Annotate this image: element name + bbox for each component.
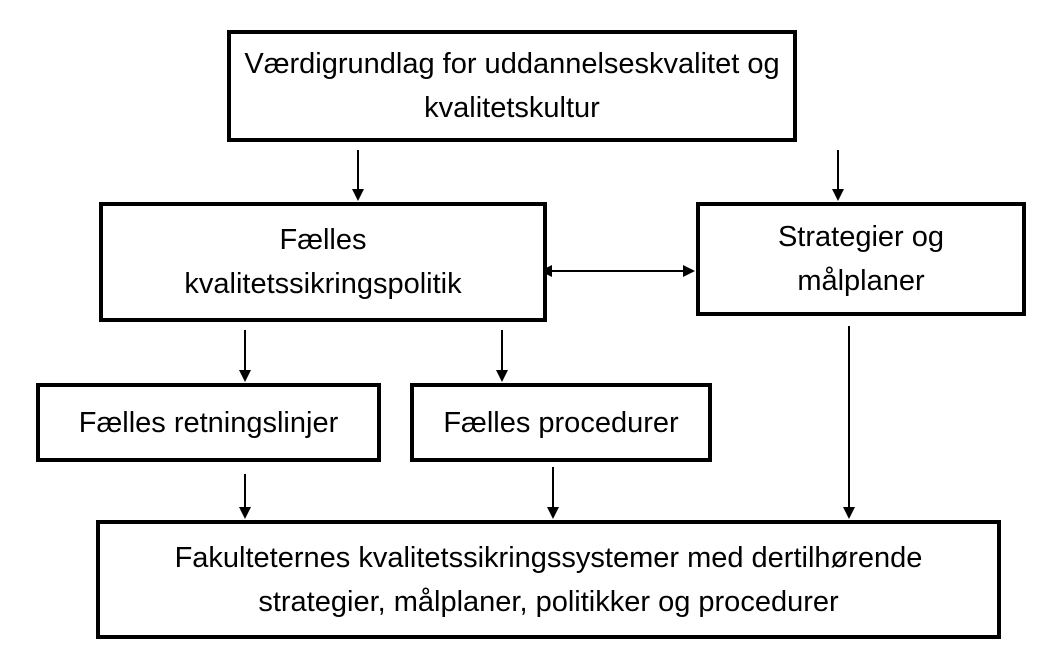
node-faculty-systems: Fakulteternes kvalitetssikringssystemer …: [96, 520, 1001, 639]
node-common-guidelines: Fælles retningslinjer: [36, 383, 381, 462]
node-common-procedures: Fælles procedurer: [410, 383, 712, 462]
node-value-basis: Værdigrundlag for uddannelseskvalitet og…: [227, 30, 797, 142]
node-common-policy: Fælles kvalitetssikringspolitik: [99, 202, 547, 322]
node-strategies: Strategier og målplaner: [696, 202, 1026, 316]
node-common-guidelines-label: Fælles retningslinjer: [78, 406, 339, 439]
node-strategies-label: Strategier og målplaner: [777, 221, 945, 297]
node-common-policy-label: Fælles kvalitetssikringspolitik: [184, 224, 462, 300]
node-faculty-systems-label: Fakulteternes kvalitetssikringssystemer …: [174, 541, 923, 618]
node-value-basis-label: Værdigrundlag for uddannelseskvalitet og…: [244, 48, 780, 124]
node-common-procedures-label: Fælles procedurer: [443, 406, 679, 439]
